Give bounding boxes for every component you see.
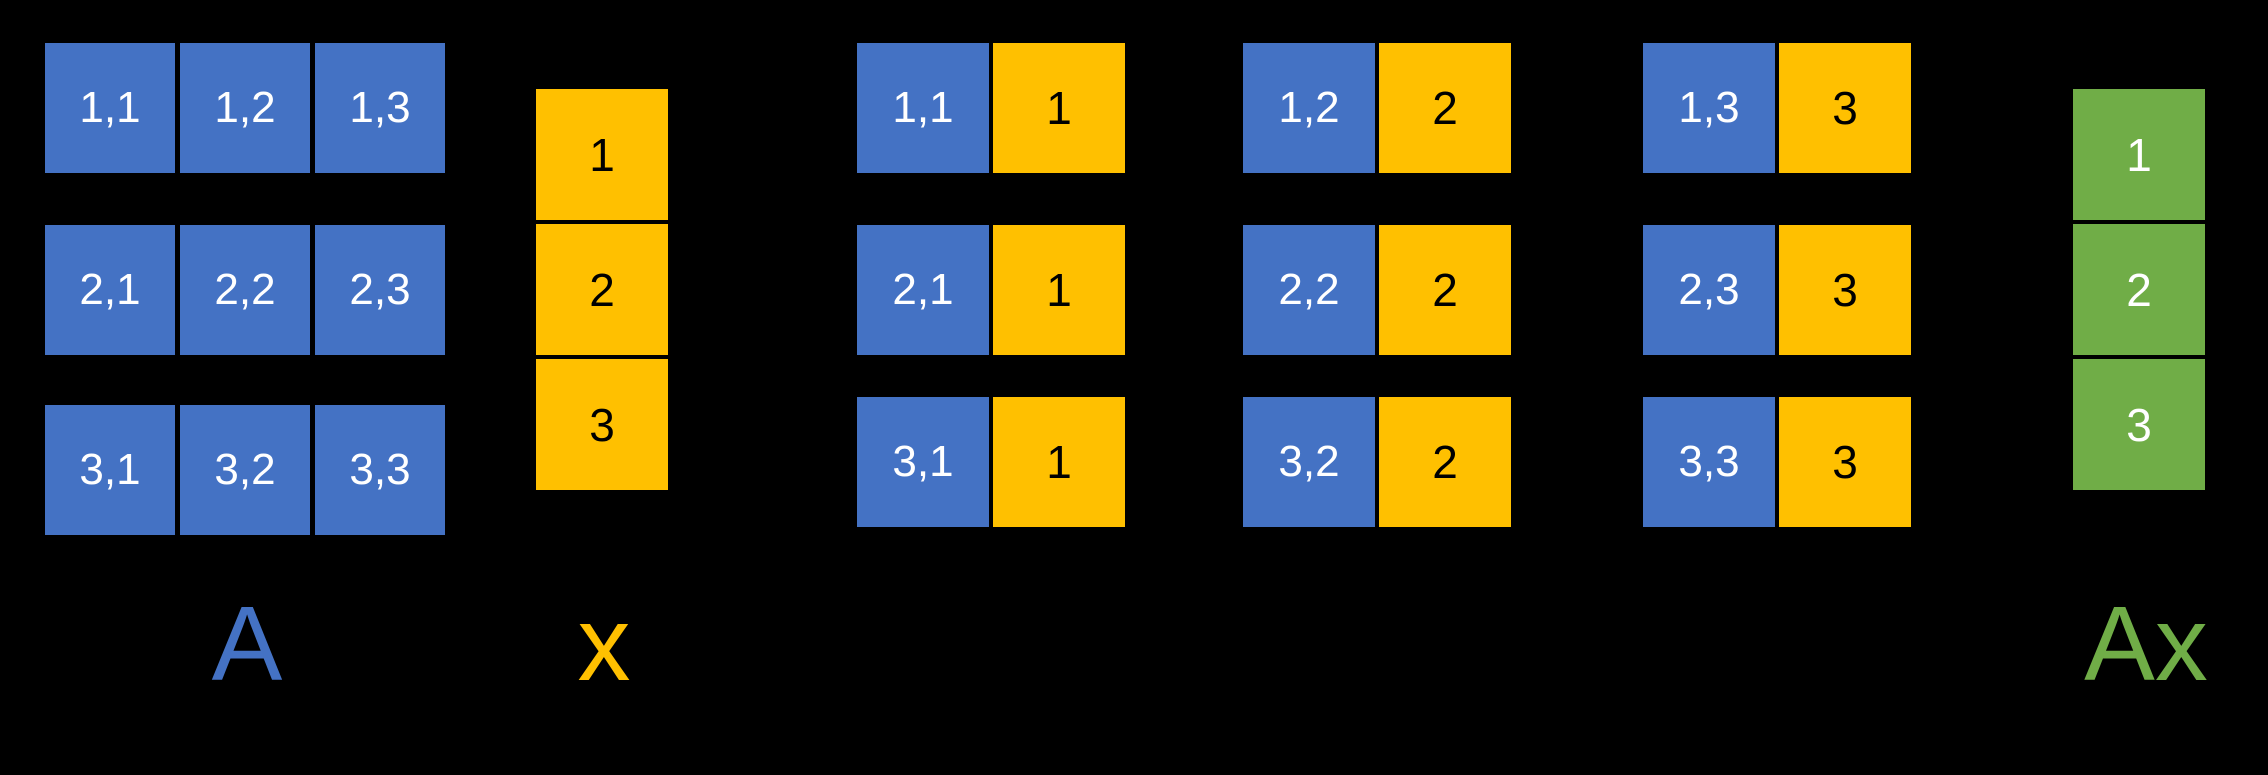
- pair-group-3-matrix-cell-1: 1,3: [1643, 43, 1775, 173]
- matrix-a-cell-2-2: 2,2: [180, 225, 310, 355]
- pair-group-1-matrix-cell-2: 2,1: [857, 225, 989, 355]
- pair-group-3-x-cell-2: 3: [1779, 225, 1911, 355]
- pair-group-1-x-cell-3: 1: [993, 397, 1125, 527]
- matrix-a-cell-2-1: 2,1: [45, 225, 175, 355]
- matrix-a-cell-3-1: 3,1: [45, 405, 175, 535]
- vector-x-label: x: [577, 585, 631, 703]
- matrix-a-label: A: [211, 585, 283, 703]
- matrix-a-cell-1-3: 1,3: [315, 43, 445, 173]
- vector-x-cell-3: 3: [536, 359, 668, 490]
- pair-group-3-matrix-cell-3: 3,3: [1643, 397, 1775, 527]
- matrix-a-cell-1-2: 1,2: [180, 43, 310, 173]
- vector-ax-cell-2: 2: [2073, 224, 2205, 355]
- pair-group-3-matrix-cell-2: 2,3: [1643, 225, 1775, 355]
- vector-x-cell-1: 1: [536, 89, 668, 220]
- vector-ax-cell-1: 1: [2073, 89, 2205, 220]
- pair-group-1-x-cell-1: 1: [993, 43, 1125, 173]
- pair-group-2-matrix-cell-3: 3,2: [1243, 397, 1375, 527]
- pair-group-1-x-cell-2: 1: [993, 225, 1125, 355]
- vector-x-cell-2: 2: [536, 224, 668, 355]
- matrix-a-cell-3-2: 3,2: [180, 405, 310, 535]
- pair-group-1-matrix-cell-3: 3,1: [857, 397, 989, 527]
- pair-group-3-x-cell-1: 3: [1779, 43, 1911, 173]
- pair-group-2-x-cell-1: 2: [1379, 43, 1511, 173]
- vector-ax-label: Ax: [2084, 585, 2208, 703]
- pair-group-2-x-cell-3: 2: [1379, 397, 1511, 527]
- pair-group-1-matrix-cell-1: 1,1: [857, 43, 989, 173]
- matrix-a-cell-2-3: 2,3: [315, 225, 445, 355]
- matrix-a-cell-1-1: 1,1: [45, 43, 175, 173]
- pair-group-2-matrix-cell-1: 1,2: [1243, 43, 1375, 173]
- pair-group-2-matrix-cell-2: 2,2: [1243, 225, 1375, 355]
- pair-group-2-x-cell-2: 2: [1379, 225, 1511, 355]
- matrix-a-cell-3-3: 3,3: [315, 405, 445, 535]
- pair-group-3-x-cell-3: 3: [1779, 397, 1911, 527]
- vector-ax-cell-3: 3: [2073, 359, 2205, 490]
